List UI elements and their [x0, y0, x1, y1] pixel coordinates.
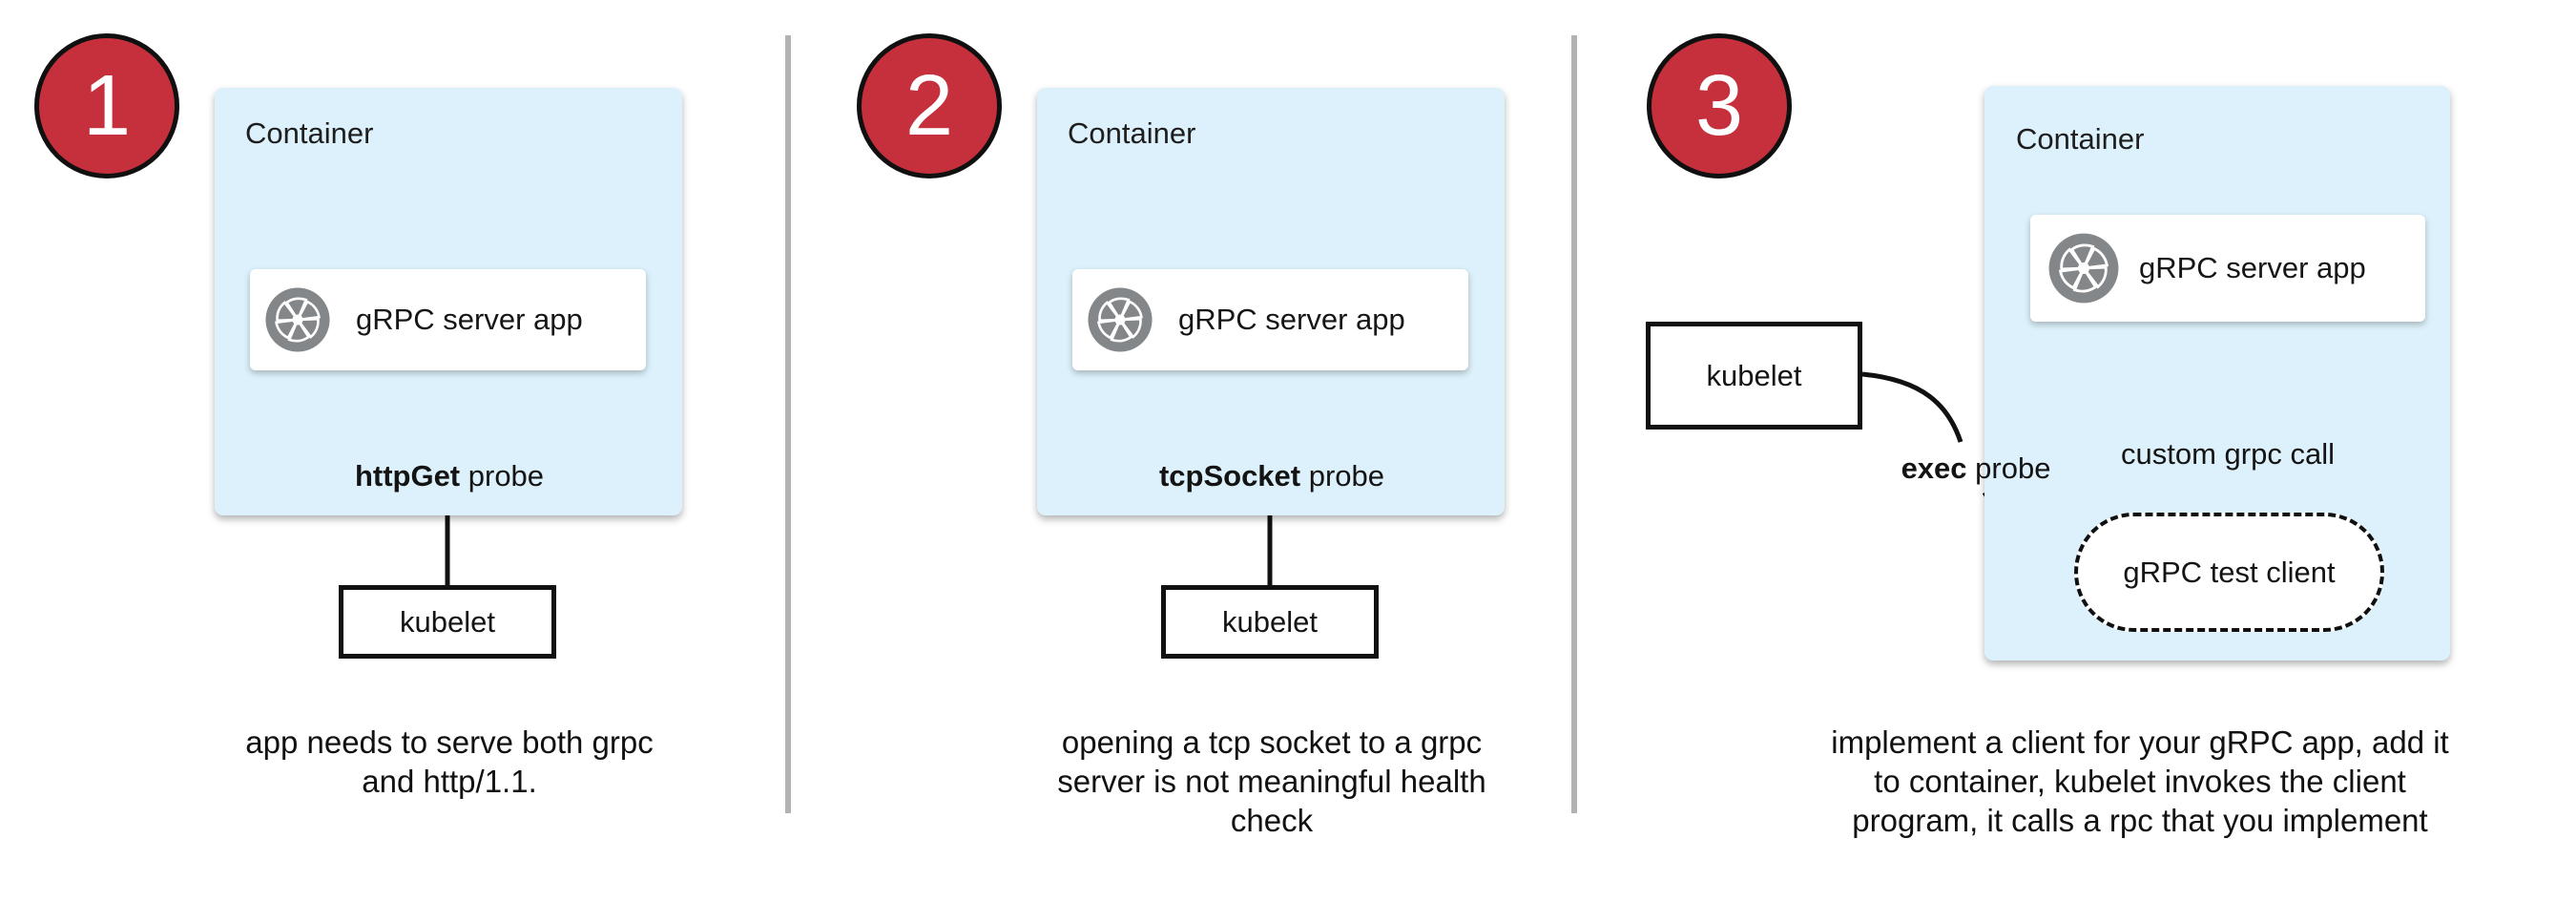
kubelet-box-2: kubelet	[1161, 585, 1379, 659]
caption-line: to container, kubelet invokes the client	[1874, 764, 2406, 799]
grpc-server-app-box-2: gRPC server app	[1072, 269, 1468, 370]
kubelet-label: kubelet	[400, 604, 495, 639]
caption-line: server is not meaningful health	[1057, 764, 1486, 799]
step-badge-3: 3	[1647, 33, 1792, 178]
grpc-server-app-label: gRPC server app	[1178, 303, 1405, 336]
caption-1: app needs to serve both grpc and http/1.…	[230, 723, 669, 801]
exec-probe-label: exec probe	[1857, 450, 2095, 488]
grpc-server-app-label: gRPC server app	[2139, 251, 2366, 284]
exec-probe-curve-upper	[1861, 371, 1963, 443]
kubelet-label: kubelet	[1222, 604, 1318, 639]
step-badge-2: 2	[857, 33, 1002, 178]
probe-word: probe	[1300, 459, 1385, 493]
container-label-3: Container	[2016, 122, 2145, 156]
step-badge-1: 1	[34, 33, 179, 178]
grpc-test-client-label: gRPC test client	[2123, 555, 2336, 589]
grpc-test-client-pill: gRPC test client	[2074, 513, 2384, 632]
caption-line: and http/1.1.	[362, 764, 537, 799]
grpc-server-app-box-3: gRPC server app	[2030, 215, 2425, 322]
caption-line: check	[1230, 803, 1314, 838]
probe-word: probe	[1966, 451, 2051, 485]
probe-label-2: tcpSocket probe	[1119, 457, 1424, 495]
step-number: 2	[904, 57, 954, 154]
aperture-icon	[2048, 233, 2119, 304]
kubelet-box-1: kubelet	[339, 585, 556, 659]
grpc-server-app-box-1: gRPC server app	[250, 269, 646, 370]
caption-line: program, it calls a rpc that you impleme…	[1852, 803, 2428, 838]
container-label-2: Container	[1068, 116, 1196, 150]
grpc-server-app-label: gRPC server app	[356, 303, 583, 336]
panel-divider-2	[1571, 35, 1577, 813]
probe-type: exec	[1901, 451, 1967, 485]
probe-type: tcpSocket	[1158, 459, 1301, 493]
step-number: 1	[82, 57, 132, 154]
step-number: 3	[1694, 57, 1744, 154]
container-label-1: Container	[245, 116, 374, 150]
caption-2: opening a tcp socket to a grpc server is…	[1052, 723, 1491, 840]
caption-line: opening a tcp socket to a grpc	[1061, 724, 1483, 760]
custom-grpc-call-label: custom grpc call	[2104, 435, 2352, 473]
probe-word: probe	[460, 459, 545, 493]
kubelet-label: kubelet	[1706, 358, 1802, 392]
caption-line: app needs to serve both grpc	[245, 724, 654, 760]
kubelet-box-3: kubelet	[1646, 322, 1862, 430]
caption-3: implement a client for your gRPC app, ad…	[1816, 723, 2464, 840]
aperture-icon	[265, 287, 330, 352]
probe-type: httpGet	[354, 459, 461, 493]
caption-line: implement a client for your gRPC app, ad…	[1831, 724, 2449, 760]
panel-divider-1	[785, 35, 791, 813]
probe-label-1: httpGet probe	[306, 457, 592, 495]
aperture-icon	[1088, 287, 1153, 352]
